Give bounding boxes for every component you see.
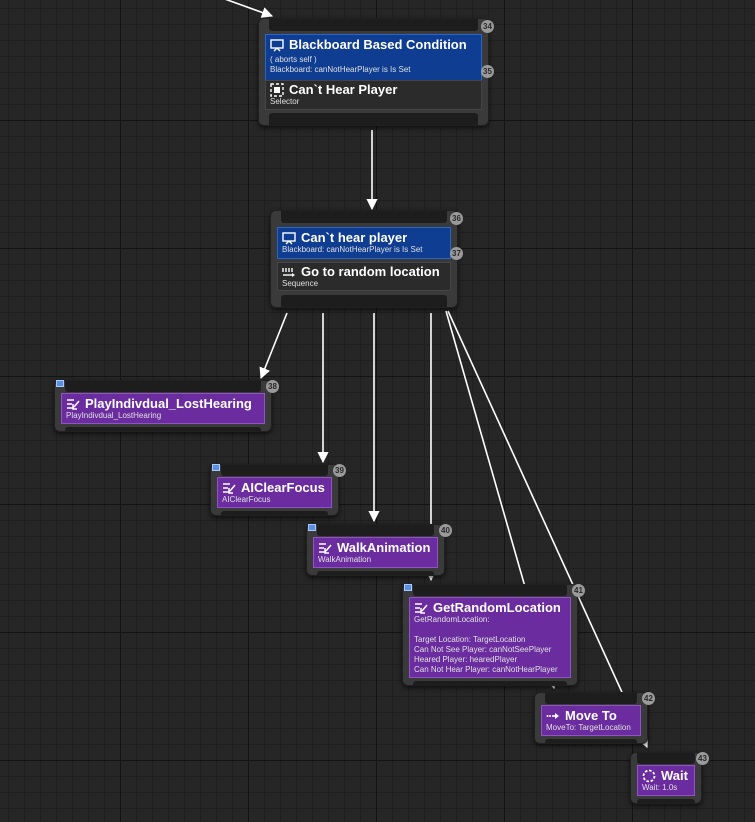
monitor-icon [282,231,296,245]
blueprint-task-flag [56,380,64,387]
task-panel[interactable]: WalkAnimation WalkAnimation [313,537,438,568]
task-node-get-random-location[interactable]: 41 GetRandomLocation GetRandomLocation: … [402,584,585,686]
wire-parent-to-34 [225,0,274,18]
task-node-move-to[interactable]: 42 Move To MoveTo: TargetLocation [534,692,655,744]
monitor-icon [270,38,284,52]
task-icon [414,601,428,615]
composite-title: Can`t Hear Player [289,82,398,97]
task-title: WalkAnimation [337,540,431,555]
task-node-play-individual-lost-hearing[interactable]: 38 PlayIndivdual_LostHearing PlayIndivdu… [54,380,279,432]
composite-title: Go to random location [301,264,440,279]
blueprint-task-flag [212,464,220,471]
move-to-icon [546,709,560,723]
selector-icon [270,82,284,97]
task-icon [66,397,80,411]
decorator-blackboard-key: Blackboard: canNotHearPlayer is Is Set [282,245,423,254]
composite-type: Selector [270,97,300,106]
task-icon [222,481,236,495]
blueprint-task-flag [404,584,412,591]
node-index-badge: 36 [450,212,463,225]
node-index-badge: 41 [572,584,585,597]
sequence-node-go-to-random-location[interactable]: 36 Can`t hear player Blackboard: canNotH… [270,210,463,308]
task-title: Move To [565,708,617,723]
node-index-badge: 43 [696,752,709,765]
task-param-target-location: Target Location: TargetLocation [414,635,526,644]
task-param-heared-player: Heared Player: hearedPlayer [414,655,518,664]
selector-node-cant-hear-player[interactable]: 34 Blackboard Based Condition ( aborts s… [258,18,494,126]
composite-selector[interactable]: Can`t Hear Player Selector [265,80,482,110]
decorator-title: Blackboard Based Condition [289,37,467,52]
task-node-wait[interactable]: 43 Wait Wait: 1.0s [630,752,709,804]
task-subtitle: AIClearFocus [222,495,271,504]
decorator-cant-hear-player[interactable]: Can`t hear player Blackboard: canNotHear… [277,227,451,259]
task-title: GetRandomLocation [433,600,561,615]
composite-type: Sequence [282,279,319,288]
node-index-badge: 42 [642,692,655,705]
task-panel[interactable]: Wait Wait: 1.0s [637,765,695,796]
task-param-can-not-hear-player: Can Not Hear Player: canNotHearPlayer [414,665,558,674]
node-index-badge: 34 [481,20,494,33]
task-title: PlayIndivdual_LostHearing [85,396,252,411]
sequence-icon [282,265,296,279]
task-title: AIClearFocus [241,480,325,495]
task-title: Wait [661,768,688,783]
wire-36-to-38 [259,312,288,380]
task-subtitle: GetRandomLocation: [414,615,490,624]
task-node-ai-clear-focus[interactable]: 39 AIClearFocus AIClearFocus [210,464,346,516]
task-subtitle: WalkAnimation [318,555,372,564]
task-icon [318,541,332,555]
node-index-badge: 40 [439,524,452,537]
node-index-badge: 38 [266,380,279,393]
task-panel[interactable]: AIClearFocus AIClearFocus [217,477,332,508]
task-subtitle: Wait: 1.0s [642,783,678,792]
task-node-walk-animation[interactable]: 40 WalkAnimation WalkAnimation [306,524,452,576]
task-subtitle: MoveTo: TargetLocation [546,723,631,732]
task-panel[interactable]: PlayIndivdual_LostHearing PlayIndivdual_… [61,393,265,424]
decorator-abort-mode: ( aborts self ) [270,55,317,64]
task-subtitle: PlayIndivdual_LostHearing [66,411,162,420]
task-param-can-not-see-player: Can Not See Player: canNotSeePlayer [414,645,552,654]
composite-sequence[interactable]: Go to random location Sequence [277,262,451,291]
node-index-badge: 39 [333,464,346,477]
task-panel[interactable]: Move To MoveTo: TargetLocation [541,705,641,736]
decorator-index-badge: 35 [481,65,494,78]
wire-36-to-43 [447,310,648,749]
decorator-blackboard-key: Blackboard: canNotHearPlayer is Is Set [270,65,411,74]
blueprint-task-flag [308,524,316,531]
wait-icon [642,769,656,783]
decorator-index-badge: 37 [450,247,463,260]
decorator-title: Can`t hear player [301,230,408,245]
task-panel[interactable]: GetRandomLocation GetRandomLocation: Tar… [409,597,571,678]
